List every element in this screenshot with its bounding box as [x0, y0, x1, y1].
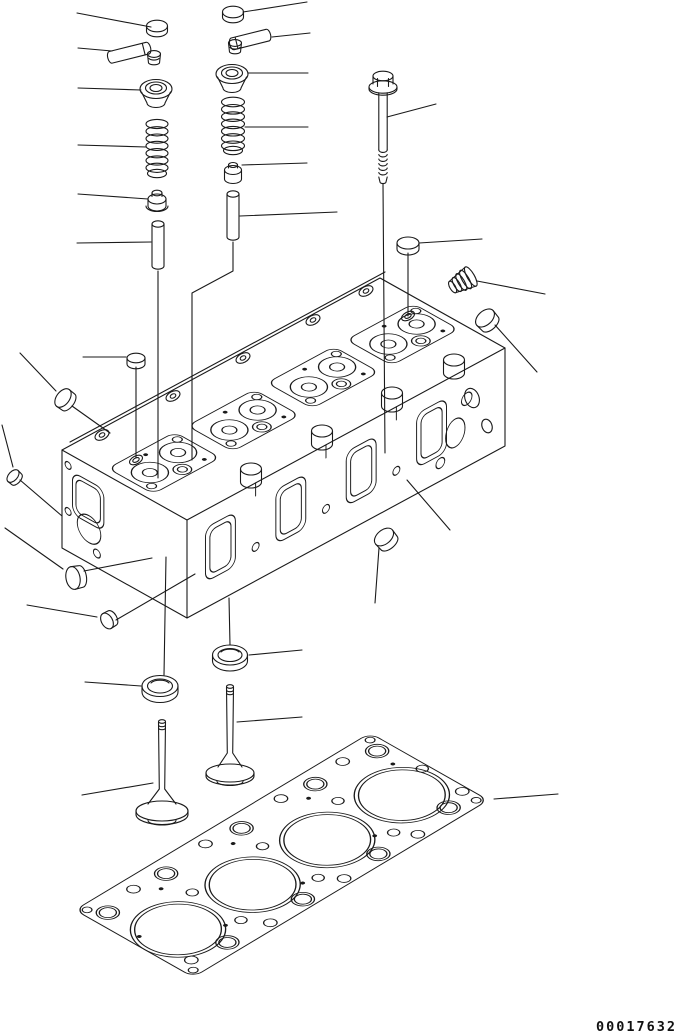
rear-bolt-bosses: [94, 285, 374, 441]
valve-keeper-exhaust: [227, 28, 272, 55]
valve-stem-seal-exhaust: [223, 161, 243, 185]
cup-plug-top-right: [396, 236, 420, 256]
valve-cap-intake: [145, 19, 169, 38]
deck-station-3: [270, 348, 376, 407]
valve-seat-exhaust: [211, 644, 249, 672]
cylinder-head: [61, 271, 506, 619]
spring-retainer-intake: [139, 78, 173, 109]
valve-guide-exhaust: [226, 190, 240, 241]
cup-plug-lower-left-small: [100, 610, 119, 630]
valve-guide-intake: [151, 220, 165, 270]
cup-plug-left-upper: [54, 388, 77, 412]
valve-spring-exhaust: [220, 96, 246, 156]
valve-cap-exhaust: [221, 5, 245, 24]
valve-seat-intake: [141, 674, 179, 704]
right-end-face: [464, 387, 493, 434]
cylinder-head-bolt: [368, 70, 398, 185]
valve-keeper-intake: [106, 41, 162, 66]
cup-plug-right-face: [475, 308, 500, 333]
deck-station-4: [350, 305, 455, 364]
left-end-face: [64, 460, 105, 559]
head-gasket: [79, 735, 484, 975]
cup-plug-top-left: [126, 352, 146, 370]
valve-spring-intake: [145, 118, 169, 179]
head-silhouette: [61, 277, 506, 619]
bolt-threads: [378, 149, 388, 185]
exhaust-face: [204, 391, 473, 580]
cup-plug-lower-left: [65, 565, 88, 590]
spring-retainer-exhaust: [215, 63, 249, 94]
leader-lines: [1, 1, 559, 800]
valve-stem-seal-intake: [145, 189, 169, 213]
deck-plug-holes: [128, 310, 416, 466]
cup-plug-left-small: [6, 469, 23, 486]
gasket-passage-holes: [81, 736, 482, 974]
exhaust-valve: [205, 684, 255, 787]
deck-station-2: [191, 391, 296, 450]
intake-valve: [135, 719, 189, 826]
threaded-plug: [448, 266, 478, 294]
front-towers: [239, 353, 466, 489]
cup-plug-front-face: [373, 527, 399, 552]
figure-number: 00017632: [595, 1019, 677, 1035]
gasket-cylinder-bores: [129, 766, 451, 958]
deck-station-1: [111, 434, 217, 492]
